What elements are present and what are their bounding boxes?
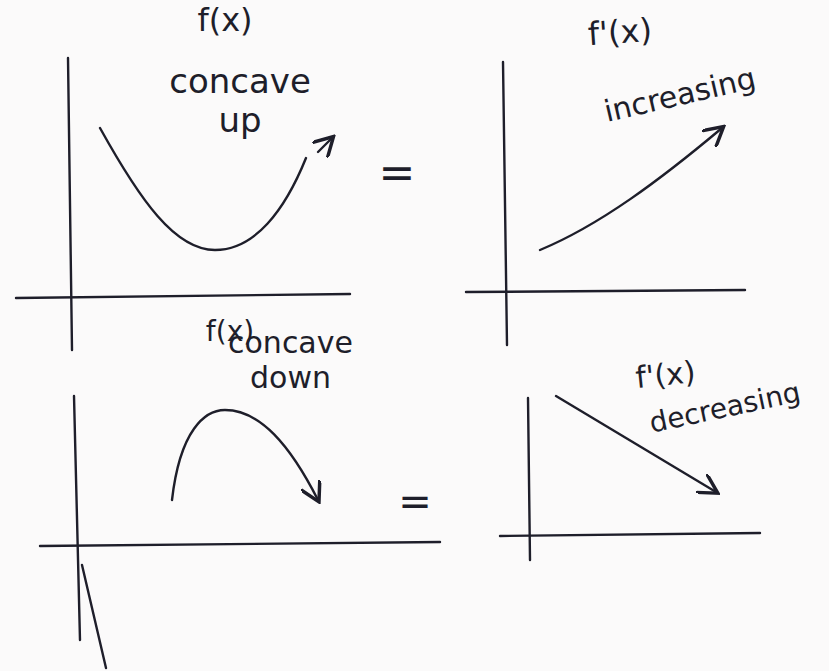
- axis-line: [82, 565, 106, 668]
- axis-line: [466, 290, 745, 292]
- function-label: f(x): [180, 2, 270, 39]
- concavity-note: concave up: [150, 62, 330, 140]
- direction-arrow: [318, 138, 332, 152]
- axis-line: [500, 533, 760, 536]
- derivative-label: f'(x): [616, 353, 714, 397]
- increasing-curve: [540, 128, 722, 250]
- axis-line: [68, 58, 72, 350]
- equals-sign: =: [390, 478, 440, 524]
- axis-line: [74, 396, 80, 640]
- trend-note: increasing: [559, 51, 801, 139]
- axis-line: [16, 294, 350, 298]
- concave-down-curve: [172, 410, 318, 500]
- equals-sign: =: [372, 148, 422, 199]
- concavity-note: concave down: [208, 326, 373, 395]
- axis-line: [503, 62, 507, 345]
- axis-line: [40, 542, 440, 546]
- derivative-label: f'(x): [569, 11, 671, 55]
- concave-up-curve: [100, 128, 306, 250]
